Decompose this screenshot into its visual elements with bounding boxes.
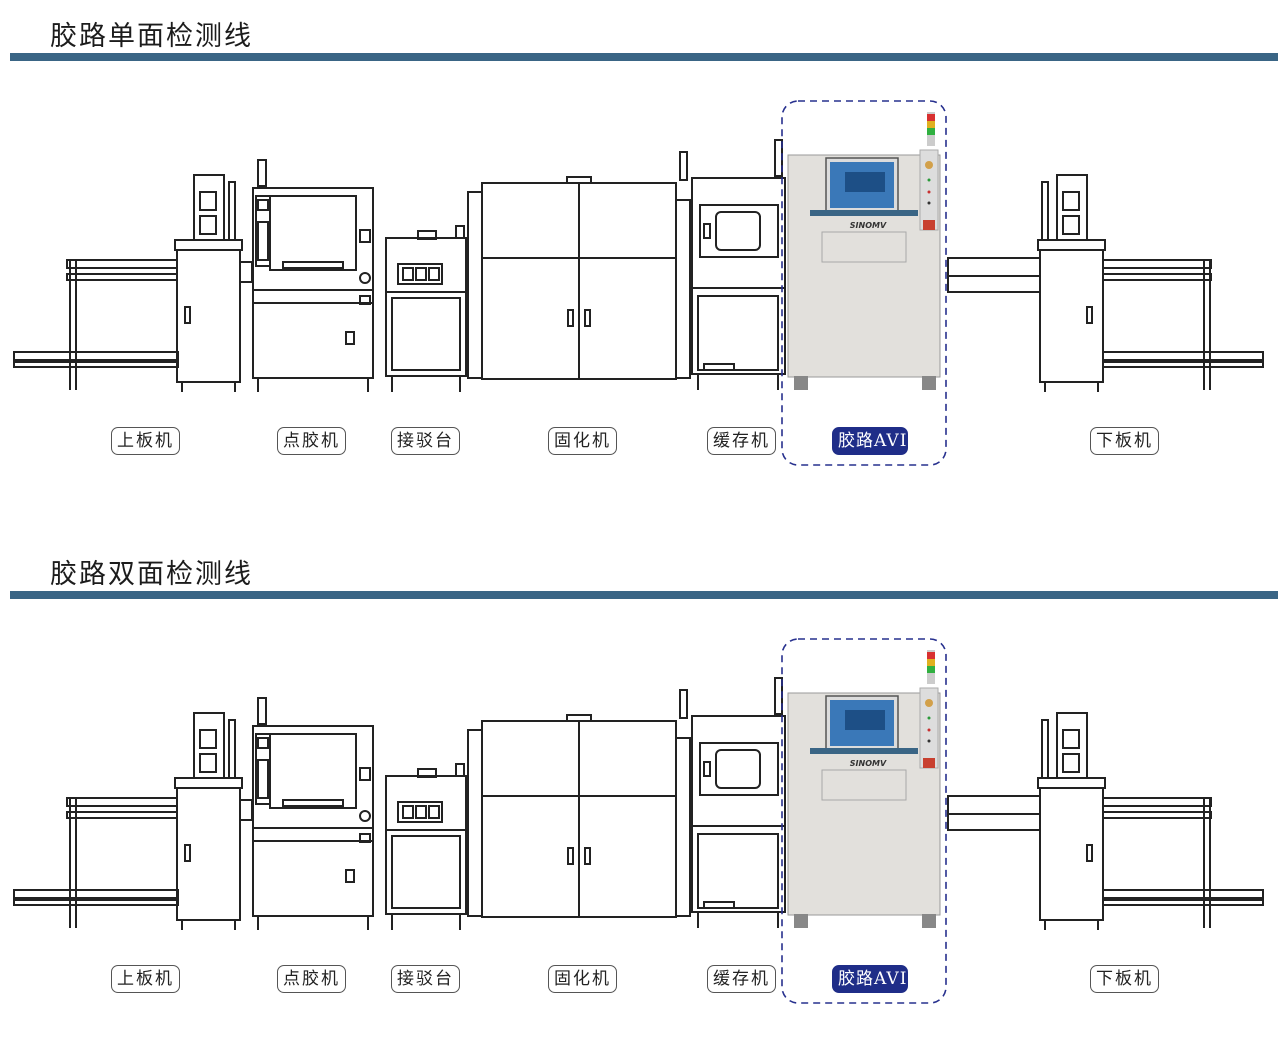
- loader-machine: [13, 712, 253, 930]
- unloader-machine: [947, 174, 1264, 392]
- unloader-machine: [947, 712, 1264, 930]
- label-loader: 上板机: [111, 427, 180, 455]
- production-line-drawing: SINOMV: [13, 100, 1264, 466]
- line-section-double: 胶路双面检测线: [0, 538, 1278, 1050]
- section-title: 胶路双面检测线: [50, 559, 253, 590]
- line-section-single: 胶路单面检测线: [0, 0, 1278, 512]
- conveyor-machine: [385, 225, 467, 392]
- avi-machine: SINOMV: [787, 112, 941, 390]
- section-rule: [10, 591, 1278, 599]
- label-buffer: 缓存机: [707, 427, 776, 455]
- label-curing-oven: 固化机: [548, 965, 617, 993]
- avi-highlight-box: [781, 100, 947, 466]
- buffer-machine: [691, 677, 786, 928]
- avi-brand-text: SINOMV: [850, 759, 887, 768]
- avi-brand-text: SINOMV: [850, 221, 887, 230]
- section-rule: [10, 53, 1278, 61]
- label-dispenser: 点胶机: [277, 965, 346, 993]
- label-avi: 胶路AVI: [832, 965, 908, 993]
- label-conveyor: 接驳台: [391, 965, 460, 993]
- label-conveyor: 接驳台: [391, 427, 460, 455]
- label-unloader: 下板机: [1090, 965, 1159, 993]
- conveyor-machine: [385, 763, 467, 930]
- dispenser-machine: [252, 159, 374, 392]
- label-curing-oven: 固化机: [548, 427, 617, 455]
- production-line-drawing: SINOMV: [13, 638, 1264, 1004]
- dispenser-machine: [252, 697, 374, 930]
- section-title: 胶路单面检测线: [50, 21, 253, 52]
- avi-highlight-box: [781, 638, 947, 1004]
- curing-oven-machine: [467, 151, 691, 380]
- buffer-machine: [691, 139, 786, 390]
- curing-oven-machine: [467, 689, 691, 918]
- label-loader: 上板机: [111, 965, 180, 993]
- label-unloader: 下板机: [1090, 427, 1159, 455]
- loader-machine: [13, 174, 253, 392]
- label-buffer: 缓存机: [707, 965, 776, 993]
- label-dispenser: 点胶机: [277, 427, 346, 455]
- avi-machine: SINOMV: [787, 650, 941, 928]
- label-avi: 胶路AVI: [832, 427, 908, 455]
